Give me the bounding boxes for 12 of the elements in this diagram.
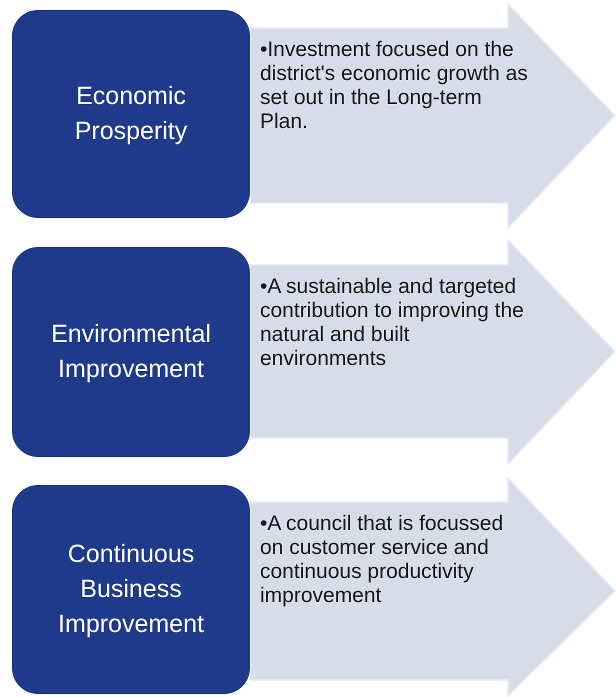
bullet-text: •A sustainable and targeted contribution to improving the natural and built environments [260,275,525,371]
category-label: Continuous Business Improvement [57,539,205,640]
category-label: Environmental Improvement [50,319,212,385]
bullet-text: •A council that is focussed on customer service and continuous productivity improvement [260,512,504,608]
category-box [12,485,250,694]
category-label: Economic Prosperity [74,81,188,147]
category-box [12,247,250,457]
bullet-text: •Investment focused on the district's economic growth as set out in the Long-term Plan. [260,38,529,134]
arrow-shape [250,477,616,697]
arrow-shape [250,3,616,229]
category-box [12,10,250,218]
arrow-shape [250,239,616,465]
